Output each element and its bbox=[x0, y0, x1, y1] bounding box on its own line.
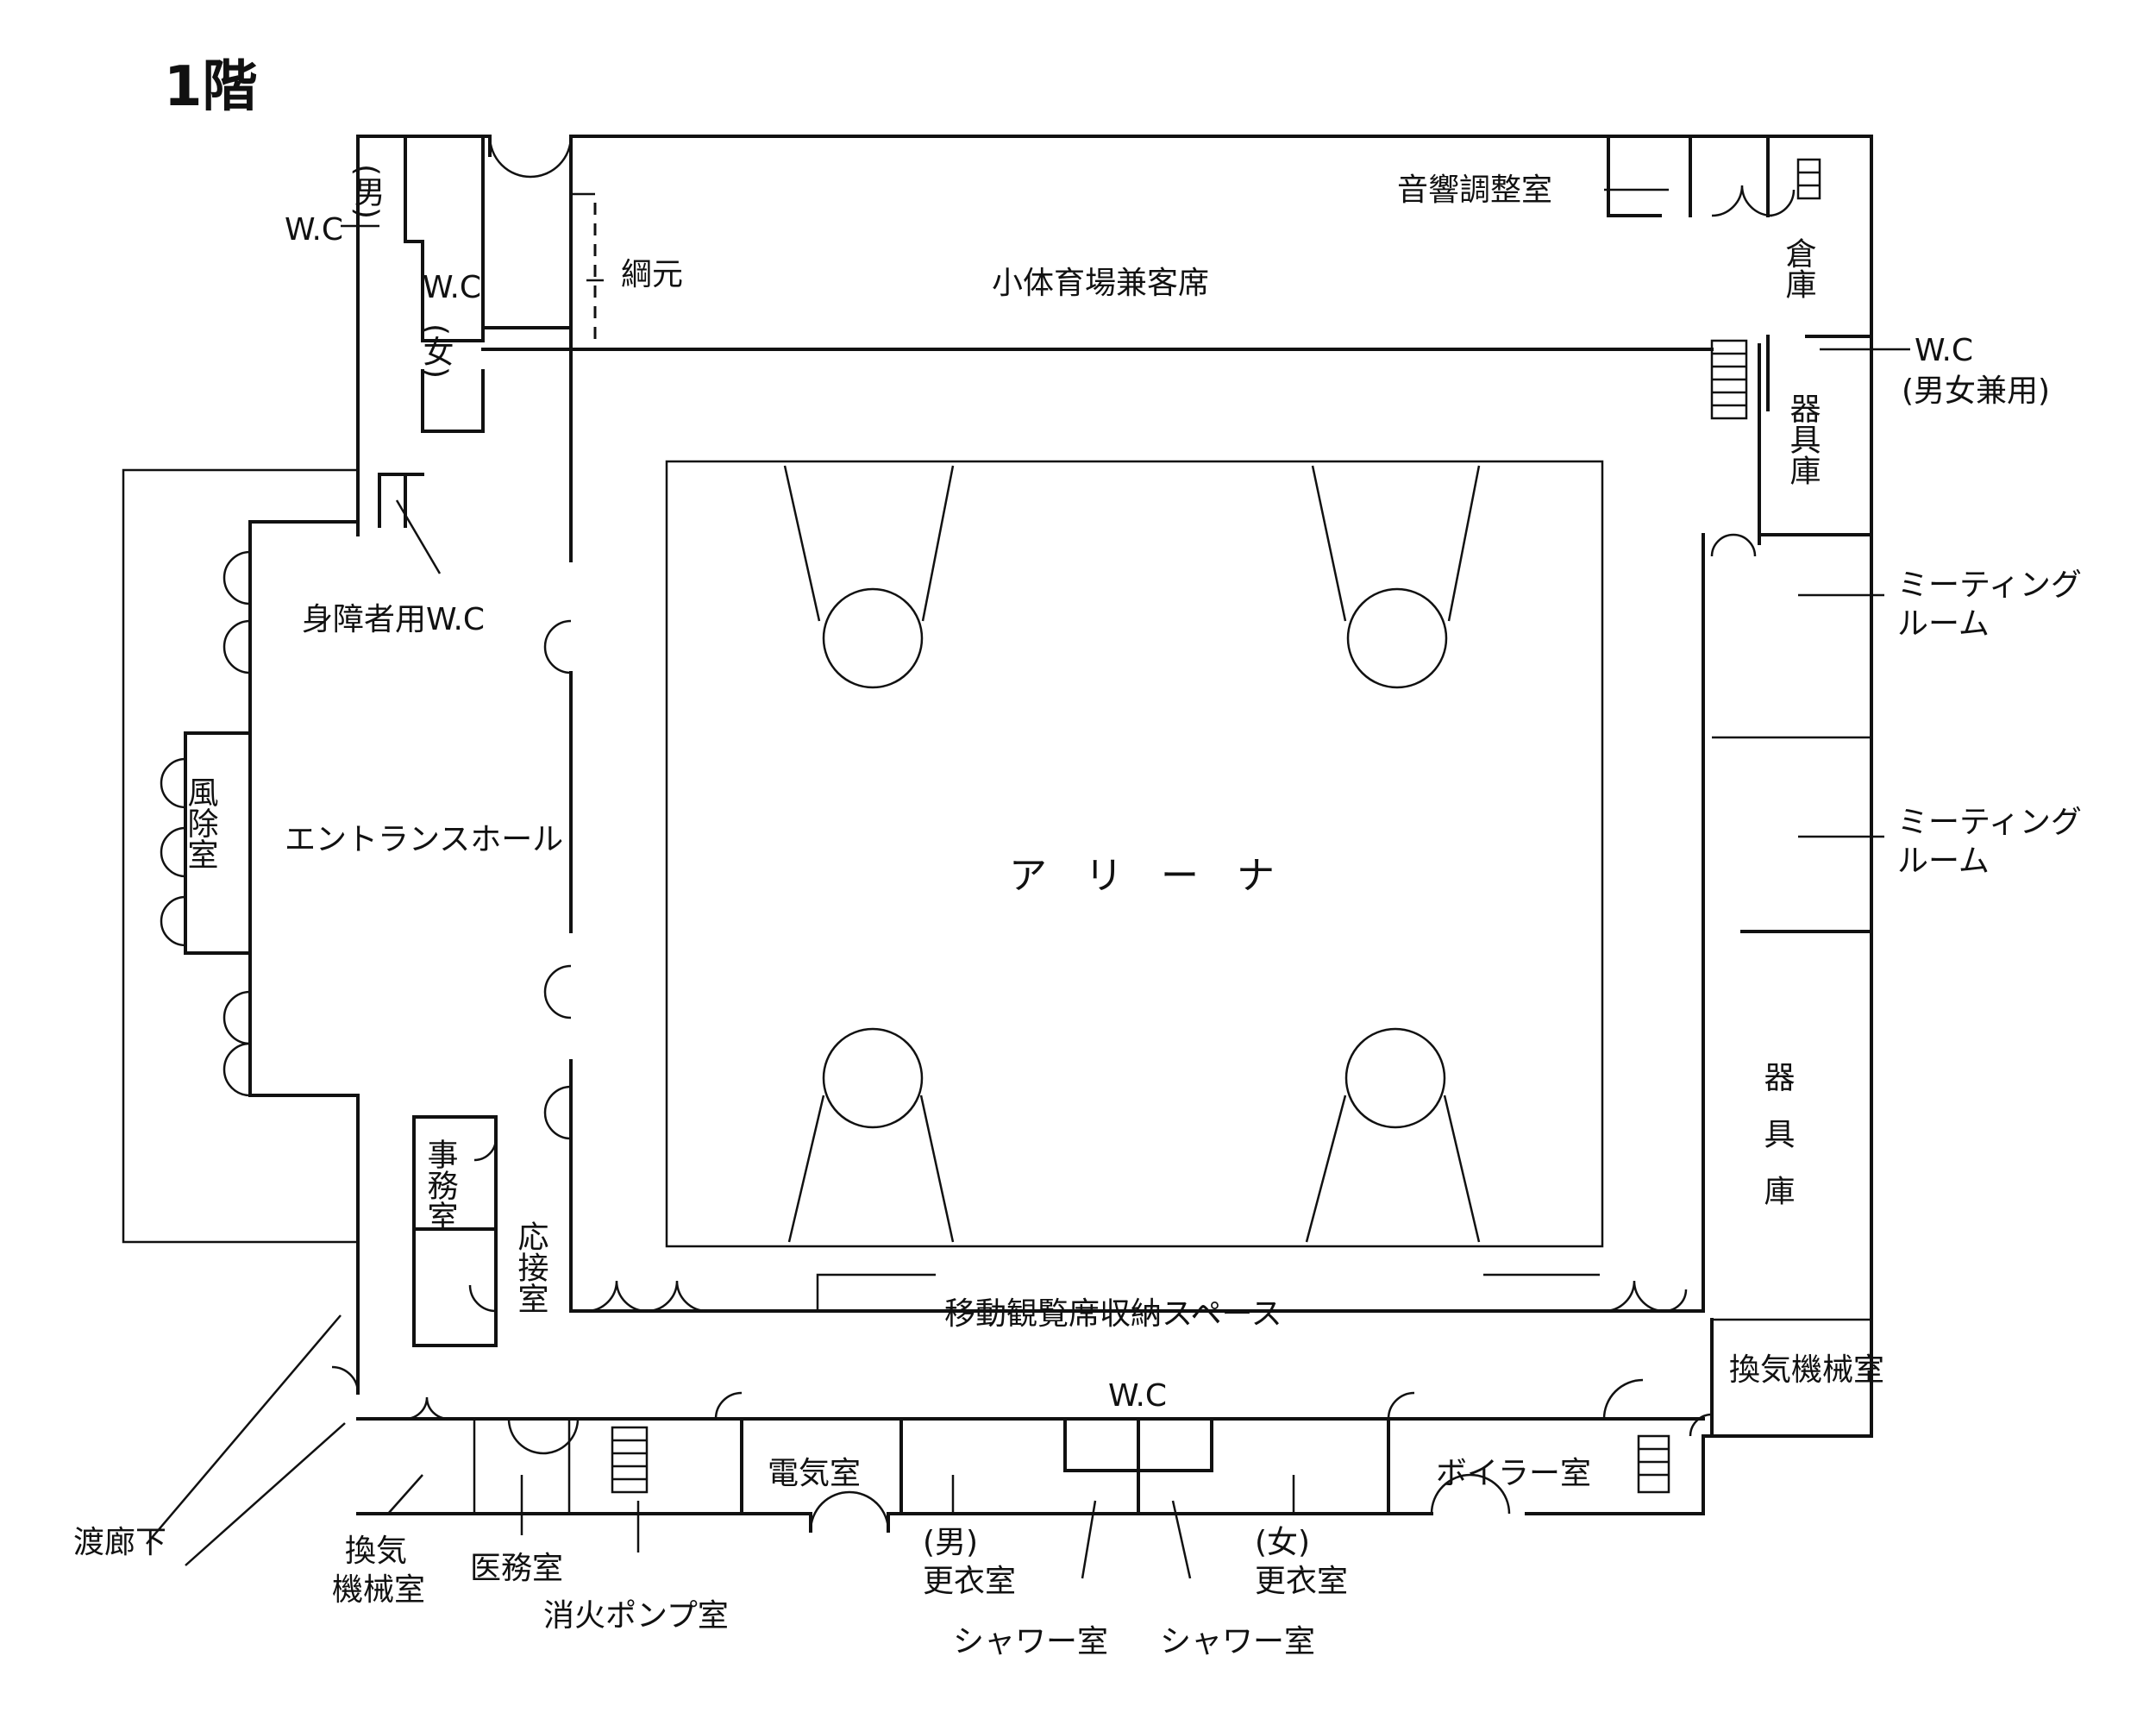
label-reception: 応接室 bbox=[513, 1220, 548, 1314]
label-vent-left-line1: 換気 bbox=[345, 1534, 407, 1569]
label-wc-women-b: (女) bbox=[418, 323, 454, 379]
label-wc-men: (男) bbox=[349, 164, 385, 219]
label-windbreak: 風除室 bbox=[183, 776, 218, 869]
floor-title: 1階 bbox=[164, 55, 258, 119]
label-locker-women-line1: (女) bbox=[1255, 1525, 1310, 1560]
label-shower-1: シャワー室 bbox=[953, 1624, 1108, 1659]
label-locker-men-line2: 更衣室 bbox=[923, 1564, 1016, 1599]
arena: ア リ ー ナ bbox=[665, 460, 1604, 1248]
label-meeting1-line2: ルーム bbox=[1897, 606, 1990, 642]
label-meeting2-line1: ミーティング bbox=[1897, 805, 2082, 840]
label-corridor: 渡廊下 bbox=[73, 1525, 166, 1560]
label-fire-pump: 消火ポンプ室 bbox=[543, 1598, 729, 1634]
label-boiler: ボイラー室 bbox=[1436, 1456, 1591, 1491]
label-small-gym: 小体育場兼客席 bbox=[992, 266, 1209, 301]
corridor-outline bbox=[122, 468, 358, 1244]
label-locker-men-line1: (男) bbox=[923, 1525, 978, 1560]
stairs bbox=[611, 158, 1821, 1494]
label-equip-top: 器具庫 bbox=[1785, 392, 1821, 486]
label-electric: 電気室 bbox=[768, 1456, 861, 1491]
room-labels: 小体育場兼客席 綱元 音響調整室 倉庫 W.C (男女兼用) 器具庫 ミーティン… bbox=[73, 164, 2082, 1659]
label-wc-left: W.C bbox=[285, 212, 343, 248]
label-meeting1-line1: ミーティング bbox=[1897, 568, 2082, 603]
label-wc-unisex: W.C bbox=[1915, 333, 1973, 368]
label-locker-women-line2: 更衣室 bbox=[1255, 1564, 1348, 1599]
door-swings bbox=[160, 135, 1796, 1532]
label-tsunamoto: 綱元 bbox=[621, 257, 683, 292]
interior-walls bbox=[184, 135, 1873, 1515]
label-mobile-seat-storage: 移動観覧席収納スペース bbox=[944, 1296, 1282, 1332]
label-vent-right: 換気機械室 bbox=[1729, 1352, 1884, 1388]
label-storage-top: 倉庫 bbox=[1781, 237, 1816, 299]
label-sound-room: 音響調整室 bbox=[1397, 172, 1552, 208]
leader-lines bbox=[146, 188, 1910, 1579]
arena-label: ア リ ー ナ bbox=[1009, 854, 1275, 898]
label-meeting2-line2: ルーム bbox=[1897, 844, 1990, 879]
label-office: 事務室 bbox=[423, 1138, 458, 1232]
label-wc-unisex-note: (男女兼用) bbox=[1902, 373, 2050, 409]
label-vent-left-line2: 機械室 bbox=[332, 1572, 425, 1608]
label-shower-2: シャワー室 bbox=[1160, 1624, 1315, 1659]
label-medical: 医務室 bbox=[470, 1551, 563, 1586]
label-equip-right: 器具庫 bbox=[1759, 1061, 1795, 1232]
label-wc-bottom: W.C bbox=[1108, 1378, 1167, 1414]
label-entrance-hall: エントランスホール bbox=[285, 822, 563, 857]
label-disabled-wc: 身障者用W.C bbox=[302, 602, 485, 637]
label-wc-women-a: W.C bbox=[423, 270, 481, 305]
